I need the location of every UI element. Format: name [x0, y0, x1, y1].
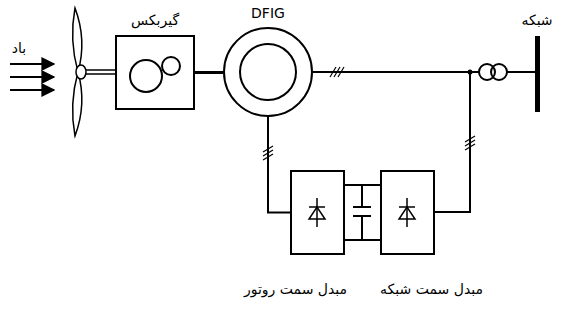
grid-label: شبکه [521, 12, 552, 29]
diode-triangle [399, 207, 415, 219]
blade [73, 72, 82, 136]
wind-arrow [10, 63, 54, 65]
diode-bar [399, 206, 415, 208]
gear-small [162, 57, 180, 75]
diode-triangle [309, 207, 325, 219]
converter-box: مبدل سمت روتور [290, 170, 345, 255]
diode-lead [406, 198, 408, 227]
node-label: گیربکس [131, 12, 179, 29]
capacitor-lead [361, 185, 363, 207]
rotor-circle [240, 44, 296, 100]
node-label: DFIG [251, 5, 285, 22]
wind-arrow [10, 89, 54, 91]
rotor-blades [73, 8, 86, 136]
connector-wire [345, 185, 380, 240]
converter-box: مبدل سمت شبکه [380, 170, 435, 255]
hub [76, 65, 86, 79]
phase-tick [338, 67, 344, 77]
capacitor-lead [361, 216, 363, 240]
generator-outline [223, 27, 313, 117]
gearbox-box: گیربکس [115, 35, 195, 110]
diode-bar [309, 206, 325, 208]
grid-bus [535, 36, 540, 112]
main-shaft [86, 70, 115, 74]
grid-line [507, 71, 536, 73]
gear-symbol [130, 57, 180, 92]
blade [73, 8, 82, 72]
phase-tick [465, 144, 475, 150]
stator-circle [224, 28, 312, 116]
grid-side-line [435, 72, 470, 212]
connector-wire [195, 71, 223, 74]
grid-wiring [313, 64, 536, 212]
junction-dot [468, 70, 473, 75]
transformer-winding [491, 64, 507, 80]
capacitor-plate [353, 206, 371, 208]
connector-wire [268, 117, 290, 213]
shaft-line [86, 69, 115, 71]
dc-link-capacitor [353, 185, 371, 240]
diode-lead [316, 198, 318, 227]
shaft-line [86, 73, 115, 75]
gear-large [130, 60, 162, 92]
wind-label: باد [12, 40, 26, 57]
node-label: مبدل سمت شبکه [380, 281, 483, 298]
generator-circle: DFIG [223, 27, 313, 117]
wind-arrow [10, 76, 54, 78]
node-label: مبدل سمت روتور [244, 281, 347, 298]
wind-arrows [10, 64, 54, 90]
